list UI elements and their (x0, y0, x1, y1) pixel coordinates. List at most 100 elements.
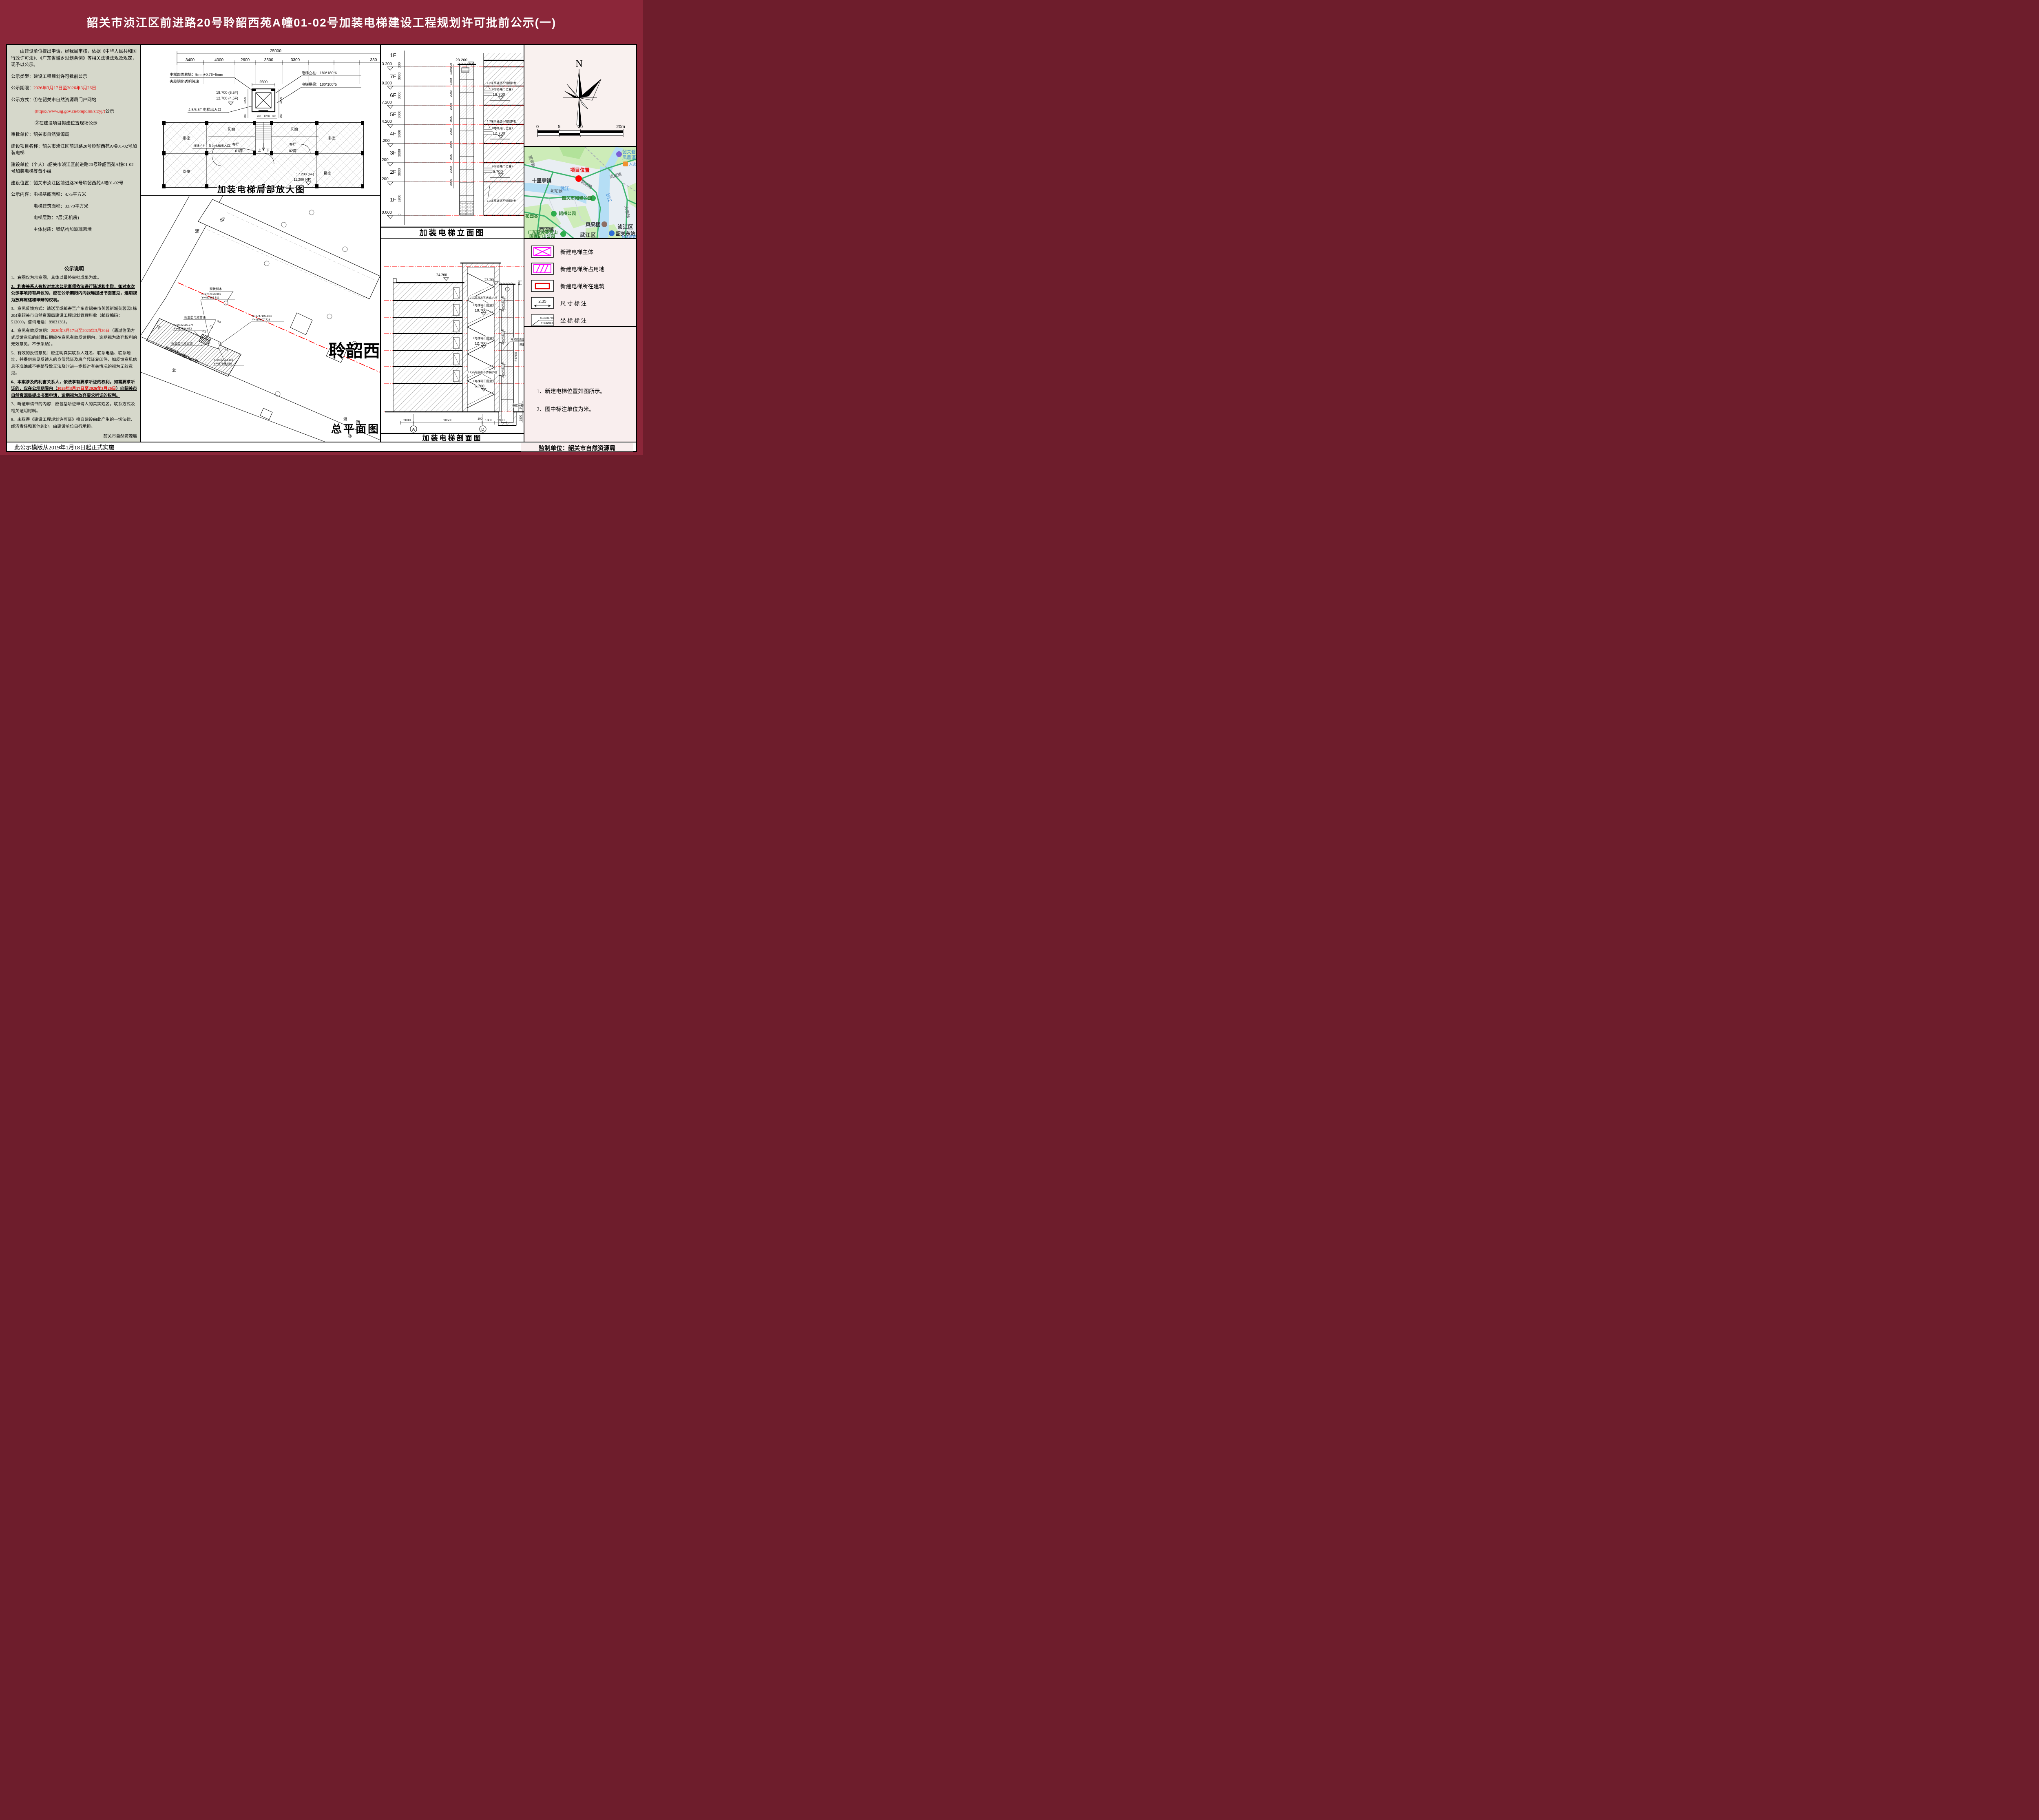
coord-label: X=2747194.119 (214, 359, 233, 362)
rail-label: 1.2米高通透不锈钢护栏 (467, 296, 497, 300)
dim-label: 330 (370, 58, 377, 62)
map-label-road: 朝阳路 (550, 188, 563, 195)
rail-label: 1.2米高通透不锈钢护栏 (487, 199, 517, 203)
map-label-station: 韶关东站 (616, 231, 636, 237)
coord-label: X=2747195.804 (252, 315, 272, 318)
legend-label: 新建电梯所在建筑 (560, 283, 604, 290)
dim-label: 1200 (264, 115, 270, 118)
dim-label: 1.9 (217, 342, 222, 346)
legend-symbol-elevator-body (531, 245, 554, 258)
coord-label: Y=457607.728 (252, 318, 270, 321)
site-caption: 总平面图 (331, 423, 380, 435)
dim-label: 2600 (241, 58, 250, 62)
dim-label: 3300 (291, 58, 300, 62)
beam-label: 电梯横梁：180*100*5 (301, 82, 337, 86)
rail-label: 1.2米高通透不锈钢护栏 (487, 81, 517, 85)
door-pos-label: （电梯开门位置） (471, 336, 496, 340)
floor-label: 4F (390, 130, 396, 137)
level-value: 24.200 (436, 273, 447, 277)
compass-panel: N 0 5 10 20m (524, 44, 637, 147)
note4-date: 2026年3月17日至2026年3月26日 (51, 329, 110, 334)
room-label: 阳台 (228, 127, 235, 131)
section-caption: 加装电梯剖面图 (422, 434, 482, 442)
scale-tick: 5 (558, 124, 560, 129)
dim-label: 1850 (449, 78, 453, 85)
door-pos-label: （电梯开门位置） (490, 164, 515, 168)
dim-label: 2000 (449, 91, 453, 97)
north-arrow: N 0 5 10 20m (536, 59, 625, 137)
note6-prefix: 6、本案涉及的利害关系人，依法享有要求听证的权利。如需要求听证的，应在公示期限内… (11, 380, 135, 391)
elevation-drawing: 1F 7F 6F 5F 4F 3F 2F 1F 300 3000 3000 30… (381, 51, 524, 237)
stair-down: 下 (266, 148, 270, 152)
room-label: 客厅 (232, 142, 239, 146)
dim-label: 3500 (264, 58, 274, 62)
level-value: 4.200 (382, 119, 392, 124)
room-label: 卧室 (328, 136, 336, 140)
note6-suffix: ）向韶关市自然资源局提出书面申请，逾期视为放弃要求听证的权利。 (11, 387, 137, 398)
dim-label: 1900 (243, 97, 247, 104)
coord-label: X=2747195.274 (174, 324, 193, 327)
story-dim: 3000 (397, 149, 401, 157)
dim-label: 2000 (520, 403, 522, 409)
section-panel: 2100电梯门高 2100电梯门高 2100电梯门高 24.200 23.200… (380, 238, 524, 442)
map-label-hotel: 凤凰酒 (622, 155, 636, 160)
signature: 韶关市自然资源局 (103, 434, 137, 439)
floor-label: 6F (390, 92, 396, 98)
plan-drawing: 25000 3400 4000 2600 3500 3300 330 电梯四面幕… (162, 49, 380, 195)
dim-label: 2000 (449, 103, 453, 110)
big-building-name: 聆韶西 (329, 342, 380, 361)
legend-label: 新建电梯所占用地 (560, 266, 604, 272)
pit-label: 电梯一楼: (512, 404, 524, 407)
door-height-dim: 2100电梯门高 (501, 329, 504, 344)
dim-label: 2.5 (202, 330, 206, 334)
map-label-park: 国家矿山公园 (529, 234, 555, 239)
coord-label: X=2747196.959 (201, 293, 221, 296)
rail-label: 1.2米高通透不锈钢护栏 (487, 119, 517, 123)
story-dim: 3000 (397, 91, 401, 99)
footer-right-text: 监制单位：韶关市自然资源局 (521, 443, 633, 452)
legend-panel: 新建电梯主体 新建电梯所占用地 新建电梯所在建筑 (524, 238, 637, 327)
legend-symbol-dimension: 2.35 (531, 297, 554, 309)
floor-label: 2F (390, 169, 396, 175)
dim-label: 2000 (403, 418, 411, 422)
notice-method2: ②在建设项目拟建位置现场公示 (35, 120, 97, 126)
room-label: 阳台 (291, 127, 299, 131)
grid-bubble: D (481, 427, 484, 432)
drawing-note-1: 1、新建电梯位置如图所示。 (537, 388, 606, 394)
legend-item-coordinate: X=43337.034 Y=58209.521 坐 标 标 注 (531, 314, 586, 326)
dim-label: 21200 (514, 352, 518, 362)
note-5: 5、有效的反馈意见：应注明真实联系人姓名、联系电话、联系地址，并提供意见反馈人的… (11, 351, 137, 376)
note6-date: 2026年3月17日至2026年3月26日 (57, 387, 116, 391)
curtain-label2: 夹胶 (520, 343, 524, 346)
elevation-panel: 1F 7F 6F 5F 4F 3F 2F 1F 300 3000 3000 30… (380, 44, 524, 239)
period-label: 公示期限： (11, 86, 33, 91)
dim-label: 300 (244, 113, 247, 118)
location-line: 建设位置：韶关市浈江区前进路20号聆韶西苑A幢01-02号 (11, 180, 124, 186)
door-level: 12.700 (493, 131, 505, 136)
level-label: 12.700 (4.5F) (216, 96, 238, 100)
level-value: 7.200 (382, 100, 392, 105)
map-label-badge: 入选 (629, 162, 637, 166)
dim-label: 0.3 (224, 347, 228, 352)
level-label: 11.200 (4F) (294, 177, 311, 181)
title-bar: 韶关市浈江区前进路20号聆韶西苑A幢01-02号加装电梯建设工程规划许可批前公示… (0, 0, 643, 44)
footer-strip: 此公示模版从2019年1月18日起正式实施 监制单位：韶关市自然资源局 (6, 442, 637, 452)
dim-label: 3400 (186, 58, 195, 62)
dim-label: 600 (272, 115, 276, 118)
story-dim: 5200 (397, 195, 401, 202)
site-plan-panel: 8F 聆韶西苑A幢01-02号 H=24.40 7F 现状树木 (140, 195, 381, 442)
coord-label: Y=457606.850 (214, 363, 232, 365)
door-height-dim: 2100电梯门高 (501, 296, 504, 311)
level-value: .200 (382, 139, 390, 143)
legend-label: 尺 寸 标 注 (560, 301, 587, 307)
corridor-label: 拟加装电梯过道 (171, 341, 193, 345)
url-suffix: 公示 (105, 109, 115, 114)
door-pos-label: （电梯开门位置） (490, 87, 515, 91)
legend-dim-sample: 2.35 (538, 299, 546, 304)
dim-label: 100 (449, 63, 453, 69)
drawing-note-2: 2、图中标注单位为米。 (537, 406, 595, 412)
project-name-line: 建设项目名称：韶关市浈江区前进路20号聆韶西苑A幢01-02号加装电梯 (11, 144, 137, 156)
rail-label: 1.2米高通透不锈钢护栏 (467, 370, 497, 374)
door-pos-label: （电梯开门位置） (490, 126, 515, 130)
dim-label: 100 (478, 418, 482, 420)
